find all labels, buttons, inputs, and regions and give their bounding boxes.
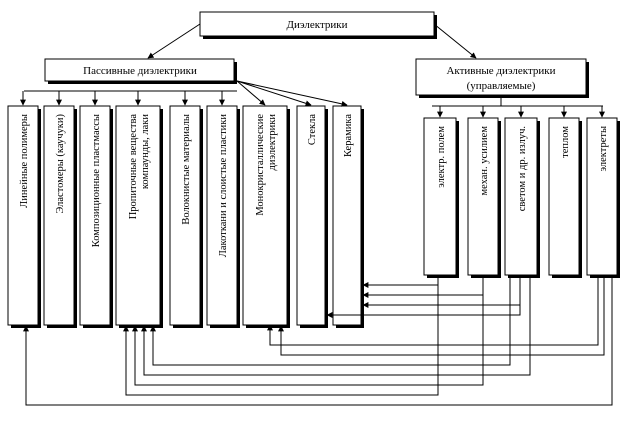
connector-line — [278, 275, 605, 356]
connector-line — [150, 275, 511, 366]
passive-arrow — [236, 80, 312, 107]
active-item: светом и др. излуч. — [504, 106, 540, 278]
active-item: теплом — [548, 106, 582, 278]
passive-item-label: Композиционные пластмассы — [91, 114, 102, 247]
passive-item: Композиционные пластмассы — [79, 91, 113, 328]
active-item: электреты — [586, 106, 620, 278]
passive-item: Пропиточные веществакомпаунды, лаки — [115, 91, 163, 328]
passive-item-label: Стекла — [307, 114, 318, 145]
passive-arrow — [236, 80, 348, 107]
passive-item-label: Волокнистые материалы — [181, 114, 192, 225]
connector-line — [362, 275, 521, 308]
passive-item: Стекла — [236, 80, 328, 328]
passive-item: Керамика — [236, 80, 364, 328]
passive-item: Монокристаллическиедиэлектрики — [236, 80, 290, 328]
active-node: Активные диэлектрики (управляемые) — [415, 58, 589, 98]
active-item-label: теплом — [560, 126, 571, 158]
passive-item: Эластомеры (каучуки) — [43, 91, 77, 328]
passive-item-label: Лакоткани и слоистые пластики — [218, 114, 229, 258]
connector-line — [267, 275, 599, 346]
active-items: электр. полем механ. усилием светом и др. … — [423, 95, 620, 278]
connector-line — [23, 275, 613, 406]
active-label-line2: (управляемые) — [467, 80, 536, 92]
connector-lines — [23, 275, 613, 406]
passive-items: Линейные полимеры Эластомеры (каучуки) Ком… — [7, 80, 364, 328]
passive-item-label: Эластомеры (каучуки) — [55, 114, 66, 214]
passive-node: Пассивные диэлектрики — [44, 58, 237, 84]
connector-line — [141, 275, 531, 376]
passive-arrow — [236, 80, 266, 106]
active-item-label: механ. усилием — [479, 126, 490, 196]
active-item-label: электреты — [598, 126, 609, 171]
passive-label: Пассивные диэлектрики — [83, 65, 197, 77]
passive-item: Лакоткани и слоистые пластики — [206, 91, 240, 328]
root-node: Диэлектрики — [199, 11, 437, 39]
root-to-active-arrow — [433, 23, 477, 59]
passive-item-label: Пропиточные веществакомпаунды, лаки — [128, 114, 151, 220]
active-item: электр. полем — [423, 106, 459, 278]
connector-line — [132, 275, 484, 386]
connector-line — [362, 275, 439, 288]
connector-line — [326, 275, 521, 318]
passive-item: Линейные полимеры — [7, 91, 41, 328]
passive-item: Волокнистые материалы — [169, 91, 203, 328]
passive-item-label: Керамика — [343, 114, 354, 157]
root-to-passive-arrow — [147, 23, 201, 59]
connector-line — [123, 275, 439, 396]
active-item-label: электр. полем — [436, 126, 447, 188]
active-item-label: светом и др. излуч. — [517, 126, 528, 211]
root-label: Диэлектрики — [286, 19, 347, 31]
active-label-line1: Активные диэлектрики — [446, 65, 555, 77]
passive-item-label: Монокристаллическиедиэлектрики — [255, 114, 278, 216]
passive-item-label: Линейные полимеры — [19, 114, 30, 208]
active-item: механ. усилием — [467, 106, 501, 278]
